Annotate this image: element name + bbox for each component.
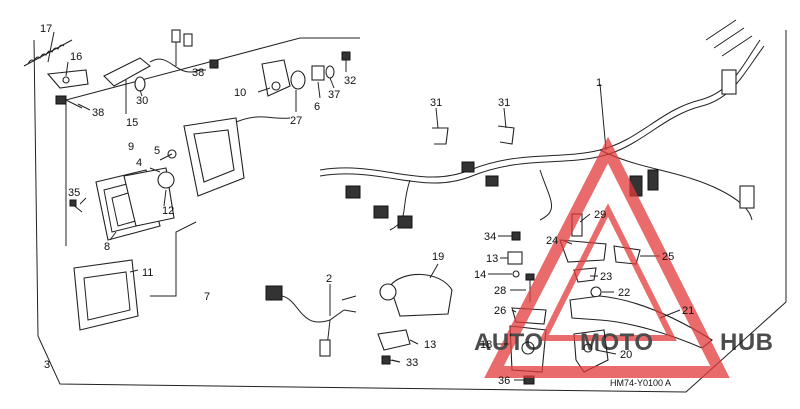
part-nut-14: [512, 270, 520, 278]
diagram-code: HM74-Y0100 A: [610, 378, 671, 388]
watermark-logo: AUTO MOTO HUB: [474, 136, 774, 378]
callout-31a: 31: [430, 97, 442, 109]
leader-lines: [47, 31, 681, 381]
callout-22: 22: [618, 287, 630, 299]
part-clip-31a: [432, 127, 449, 145]
callout-37: 37: [328, 89, 340, 101]
callout-35: 35: [68, 187, 80, 199]
watermark-inner-triangle: [539, 203, 677, 341]
part-grommet-30: [134, 76, 146, 92]
sub-assembly-bracket-7: [150, 221, 197, 297]
callout-31b: 31: [498, 97, 510, 109]
callout-28: 28: [494, 285, 506, 297]
callout-30: 30: [136, 95, 148, 107]
callout-15: 15: [126, 117, 138, 129]
callout-33: 33: [406, 357, 418, 369]
callout-26: 26: [494, 305, 506, 317]
callout-21: 21: [682, 305, 694, 317]
part-bolt-33: [381, 355, 401, 365]
callout-10: 10: [234, 87, 246, 99]
callout-38a: 38: [92, 107, 104, 119]
callout-6: 6: [314, 101, 320, 113]
part-horn-19: [379, 273, 453, 317]
callout-4: 4: [136, 157, 142, 169]
part-bracket-13b: [377, 329, 411, 351]
callout-1: 1: [596, 77, 602, 89]
callout-36: 36: [498, 375, 510, 387]
callout-29: 29: [594, 209, 606, 221]
callout-8: 8: [104, 241, 110, 253]
callout-12: 12: [162, 205, 174, 217]
frame-left-edge: [33, 39, 39, 337]
part-washer-22: [590, 286, 602, 298]
callout-2: 2: [326, 273, 332, 285]
callout-34: 34: [484, 231, 496, 243]
part-spring: [23, 39, 73, 67]
callout-17: 17: [40, 23, 52, 35]
callout-19: 19: [432, 251, 444, 263]
part-cover-11: [73, 259, 139, 331]
part-bracket-16: [46, 69, 89, 89]
callout-24: 24: [546, 235, 558, 247]
part-headlight-housing-9: [183, 116, 291, 197]
part-bulb-12: [157, 171, 175, 189]
callout-9: 9: [128, 141, 134, 153]
callout-14: 14: [474, 269, 486, 281]
part-collar-6: [311, 65, 325, 81]
callout-38b: 38: [192, 67, 204, 79]
part-relay-13a: [507, 251, 523, 265]
callout-13b: 13: [424, 339, 436, 351]
part-washer-37: [325, 65, 335, 79]
part-clip-31b: [497, 125, 515, 145]
watermark-auto: AUTO: [474, 329, 544, 356]
callout-32: 32: [344, 75, 356, 87]
part-main-harness-1: [319, 19, 765, 231]
callout-25: 25: [662, 251, 674, 263]
part-rubber-27: [290, 70, 306, 90]
callouts: 17 16 38 15 30 38 10 27 6 37 32 31 31 1 …: [40, 23, 694, 387]
callout-11: 11: [142, 267, 153, 279]
watermark-moto: MOTO: [580, 329, 654, 356]
assembly-outline: [37, 30, 787, 393]
part-switch-15: [103, 29, 201, 87]
headlight-group-bracket: [65, 37, 360, 246]
part-bolt-38a: [55, 95, 83, 109]
callout-3: 3: [44, 359, 50, 371]
callout-23: 23: [600, 271, 612, 283]
callout-7: 7: [204, 291, 210, 303]
callout-13a: 13: [486, 253, 498, 265]
part-lever-holder-18: [509, 325, 547, 373]
part-sub-harness-2: [265, 285, 357, 357]
callout-20: 20: [620, 349, 632, 361]
part-stay-10: [261, 59, 291, 97]
watermark-hub: HUB: [720, 329, 774, 356]
callout-5: 5: [154, 145, 160, 157]
callout-27: 27: [290, 115, 302, 127]
watermark-triangle: [484, 136, 730, 378]
part-bolt-34: [511, 231, 521, 241]
callout-16: 16: [70, 51, 82, 63]
part-bolt-38b: [209, 59, 219, 69]
part-screw-35: [69, 199, 83, 213]
callout-18: 18: [480, 339, 492, 351]
